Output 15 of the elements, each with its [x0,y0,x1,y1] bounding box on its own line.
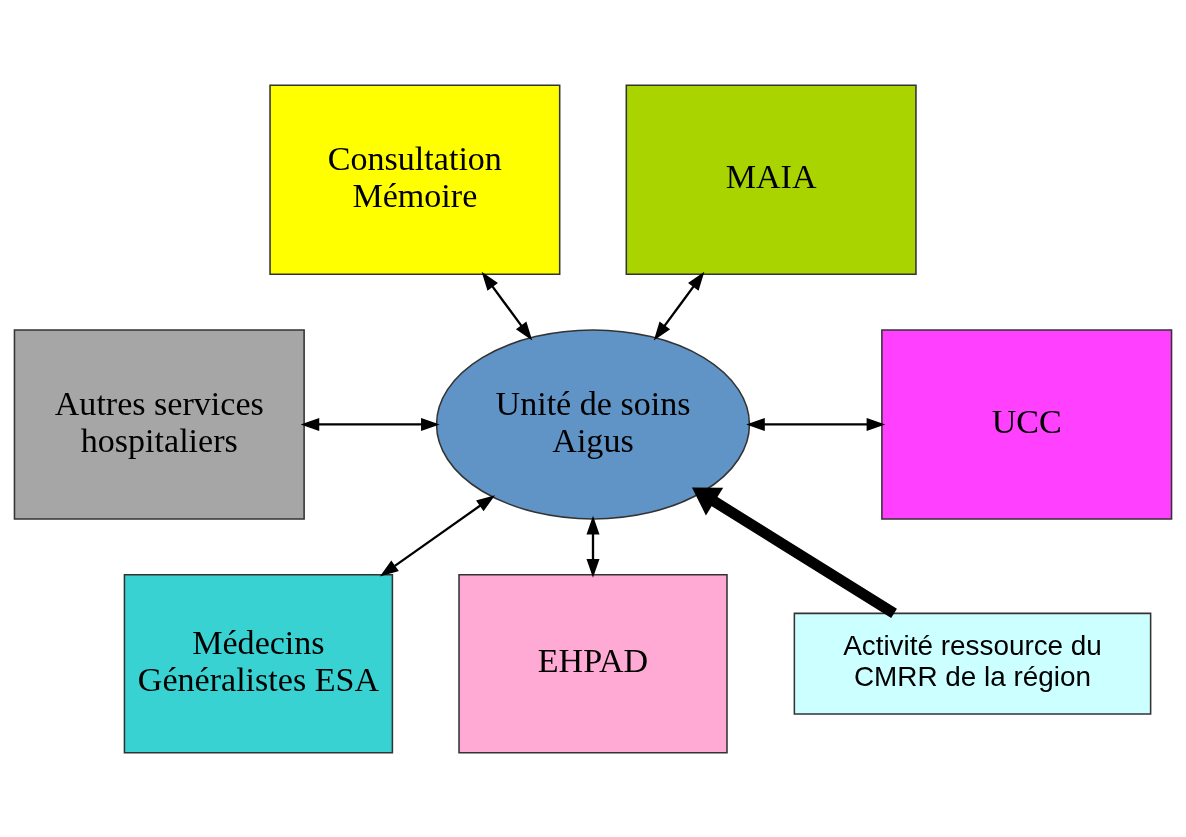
arrow [691,487,897,618]
node-box: EHPAD [458,573,728,754]
node-box: MAIA [625,83,917,275]
node-box: Médecins Généralistes ESA [123,573,394,754]
node-box: UCC [881,328,1173,520]
arrow [746,417,886,431]
node-ellipse: Unité de soins Aigus [435,328,751,520]
arrow [653,271,705,340]
node-box: Autres services hospitaliers [13,328,305,520]
node-box: Activité ressource du CMRR de la région [793,612,1152,715]
arrow [481,271,533,340]
arrow [586,515,600,578]
node-box: Consultation Mémoire [269,83,561,275]
arrow [379,494,496,576]
arrow [300,417,440,431]
